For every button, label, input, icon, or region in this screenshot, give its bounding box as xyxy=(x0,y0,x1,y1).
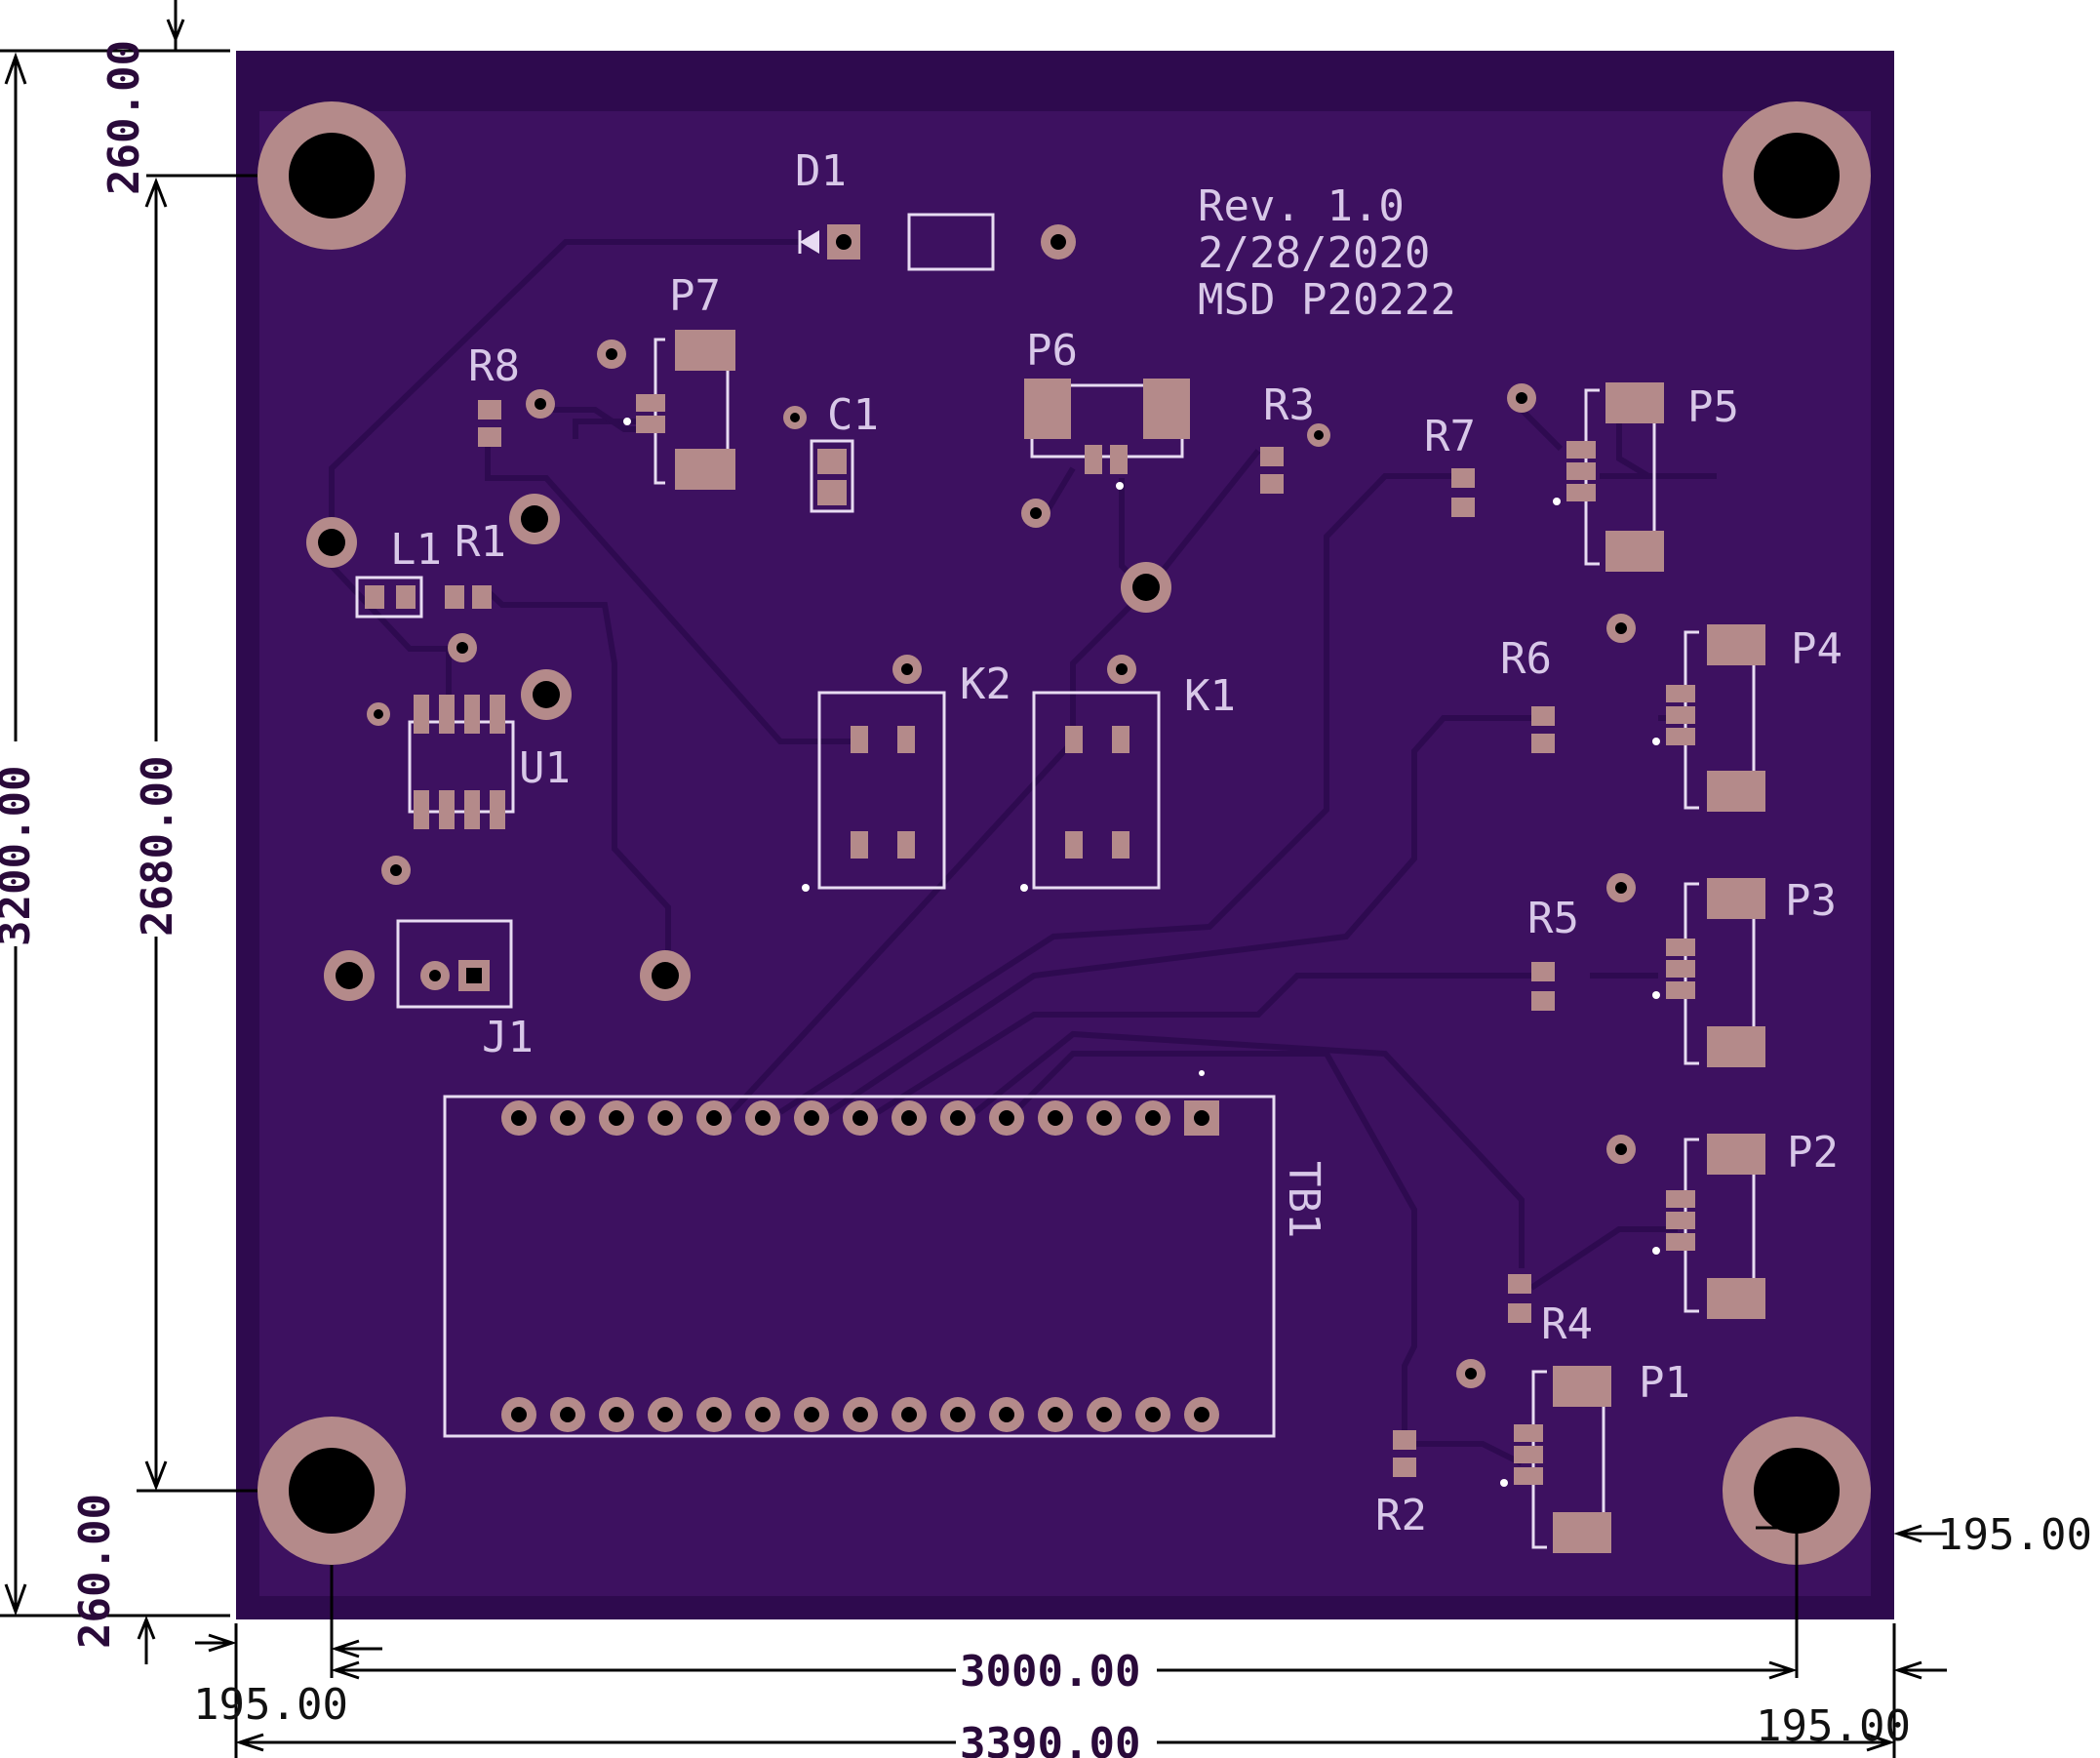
tb1-pin-hole xyxy=(755,1407,771,1422)
mounting-hole-bottom-left xyxy=(258,1417,406,1565)
mounting-hole-top-left xyxy=(258,101,406,250)
label-p7: P7 xyxy=(669,271,721,321)
label-r2: R2 xyxy=(1375,1491,1427,1540)
tb1-pin-hole xyxy=(755,1110,771,1126)
component-p5: P5 xyxy=(1507,382,1739,572)
tb1-pin-hole xyxy=(852,1407,868,1422)
dim-bottom-inner: 3000.00 xyxy=(960,1647,1140,1697)
tb1-pin-hole xyxy=(999,1407,1014,1422)
component-l1: L1 xyxy=(306,517,442,619)
tb1-pin-hole xyxy=(1096,1110,1112,1126)
tb1-pin-hole xyxy=(852,1110,868,1126)
tb1-pin-hole xyxy=(999,1110,1014,1126)
mounting-hole-top-right xyxy=(1723,101,1871,250)
tb1-pin-hole xyxy=(1145,1407,1161,1422)
label-j1: J1 xyxy=(482,1013,534,1062)
dim-left-bottom: 260.00 xyxy=(70,1494,120,1649)
component-r4: R4 xyxy=(1508,1274,1593,1349)
label-u1: U1 xyxy=(519,743,571,793)
component-r5: R5 xyxy=(1527,894,1579,1011)
tb1-pin-hole xyxy=(950,1407,966,1422)
tb1-pin-hole xyxy=(560,1407,575,1422)
label-r8: R8 xyxy=(468,341,520,391)
tb1-pin-hole xyxy=(560,1110,575,1126)
dim-left-top: 260.00 xyxy=(99,40,149,195)
label-r4: R4 xyxy=(1541,1299,1593,1349)
tb1-pin-hole xyxy=(609,1407,624,1422)
label-p1: P1 xyxy=(1639,1358,1690,1408)
dimension-lines xyxy=(0,0,1947,1758)
label-d1: D1 xyxy=(795,146,847,196)
label-r5: R5 xyxy=(1527,894,1579,943)
tb1-pin-hole xyxy=(950,1110,966,1126)
component-r2: R2 xyxy=(1375,1430,1427,1540)
dim-bottom-right: 195.00 xyxy=(1756,1701,1911,1751)
dim-right-offset: 195.00 xyxy=(1937,1510,2092,1560)
tb1-pin-hole xyxy=(804,1110,819,1126)
component-r1: R1 xyxy=(445,494,560,662)
traces xyxy=(329,239,1717,1466)
tb1-pin-hole xyxy=(1048,1407,1063,1422)
label-r6: R6 xyxy=(1500,634,1552,684)
revision-text-3: MSD P20222 xyxy=(1198,275,1456,325)
component-c1: C1 xyxy=(783,390,879,513)
tb1-pin-hole xyxy=(1048,1110,1063,1126)
tb1-pin-hole xyxy=(1145,1110,1161,1126)
tb1-pin-hole xyxy=(657,1407,673,1422)
tb1-pin-hole xyxy=(901,1407,917,1422)
tb1-pin-hole xyxy=(1194,1407,1209,1422)
tb1-pin-hole xyxy=(657,1110,673,1126)
component-p4: P4 xyxy=(1606,614,1842,812)
component-p2: P2 xyxy=(1606,1128,1839,1319)
component-r3: R3 xyxy=(1260,380,1330,494)
label-p6: P6 xyxy=(1026,326,1078,376)
tb1-pin-hole xyxy=(1194,1110,1209,1126)
label-r1: R1 xyxy=(455,517,506,567)
label-p5: P5 xyxy=(1687,382,1739,432)
dim-left-inner: 2680.00 xyxy=(133,756,182,937)
tb1-pin-hole xyxy=(706,1110,722,1126)
label-p2: P2 xyxy=(1787,1128,1839,1178)
tb1-pin-hole xyxy=(511,1407,527,1422)
revision-text-1: Rev. 1.0 xyxy=(1198,181,1405,231)
component-r8: R8 xyxy=(468,341,555,447)
label-k2: K2 xyxy=(960,659,1011,709)
component-u1: U1 xyxy=(367,669,572,885)
tb1-pin-hole xyxy=(1096,1407,1112,1422)
component-k2: K2 xyxy=(802,655,1011,892)
component-p1: P1 xyxy=(1456,1358,1690,1553)
component-p3: P3 xyxy=(1606,873,1837,1067)
label-p3: P3 xyxy=(1785,876,1837,926)
revision-text-2: 2/28/2020 xyxy=(1198,228,1430,278)
label-p4: P4 xyxy=(1791,624,1842,674)
dim-left-total: 3200.00 xyxy=(0,766,40,946)
tb1-pin-hole xyxy=(609,1110,624,1126)
dim-bottom-left: 195.00 xyxy=(193,1680,348,1730)
component-j1: J1 xyxy=(324,919,691,1062)
label-r3: R3 xyxy=(1263,380,1315,430)
dim-bottom-total: 3390.00 xyxy=(960,1719,1140,1758)
component-r7: R7 xyxy=(1424,412,1476,517)
component-tb1: TB1 xyxy=(443,1070,1328,1438)
label-l1: L1 xyxy=(390,525,442,575)
label-k1: K1 xyxy=(1184,671,1236,721)
component-r6: R6 xyxy=(1500,634,1555,753)
label-r7: R7 xyxy=(1424,412,1476,461)
label-tb1: TB1 xyxy=(1279,1161,1328,1238)
label-c1: C1 xyxy=(827,390,879,440)
component-d1: D1 xyxy=(795,146,1076,271)
tb1-pin-hole xyxy=(901,1110,917,1126)
tb1-pin-hole xyxy=(511,1110,527,1126)
component-p6: P6 xyxy=(1021,326,1190,613)
component-k1: K1 xyxy=(1020,655,1236,892)
tb1-pin-hole xyxy=(804,1407,819,1422)
tb1-pin-hole xyxy=(706,1407,722,1422)
component-p7: P7 xyxy=(597,271,735,490)
